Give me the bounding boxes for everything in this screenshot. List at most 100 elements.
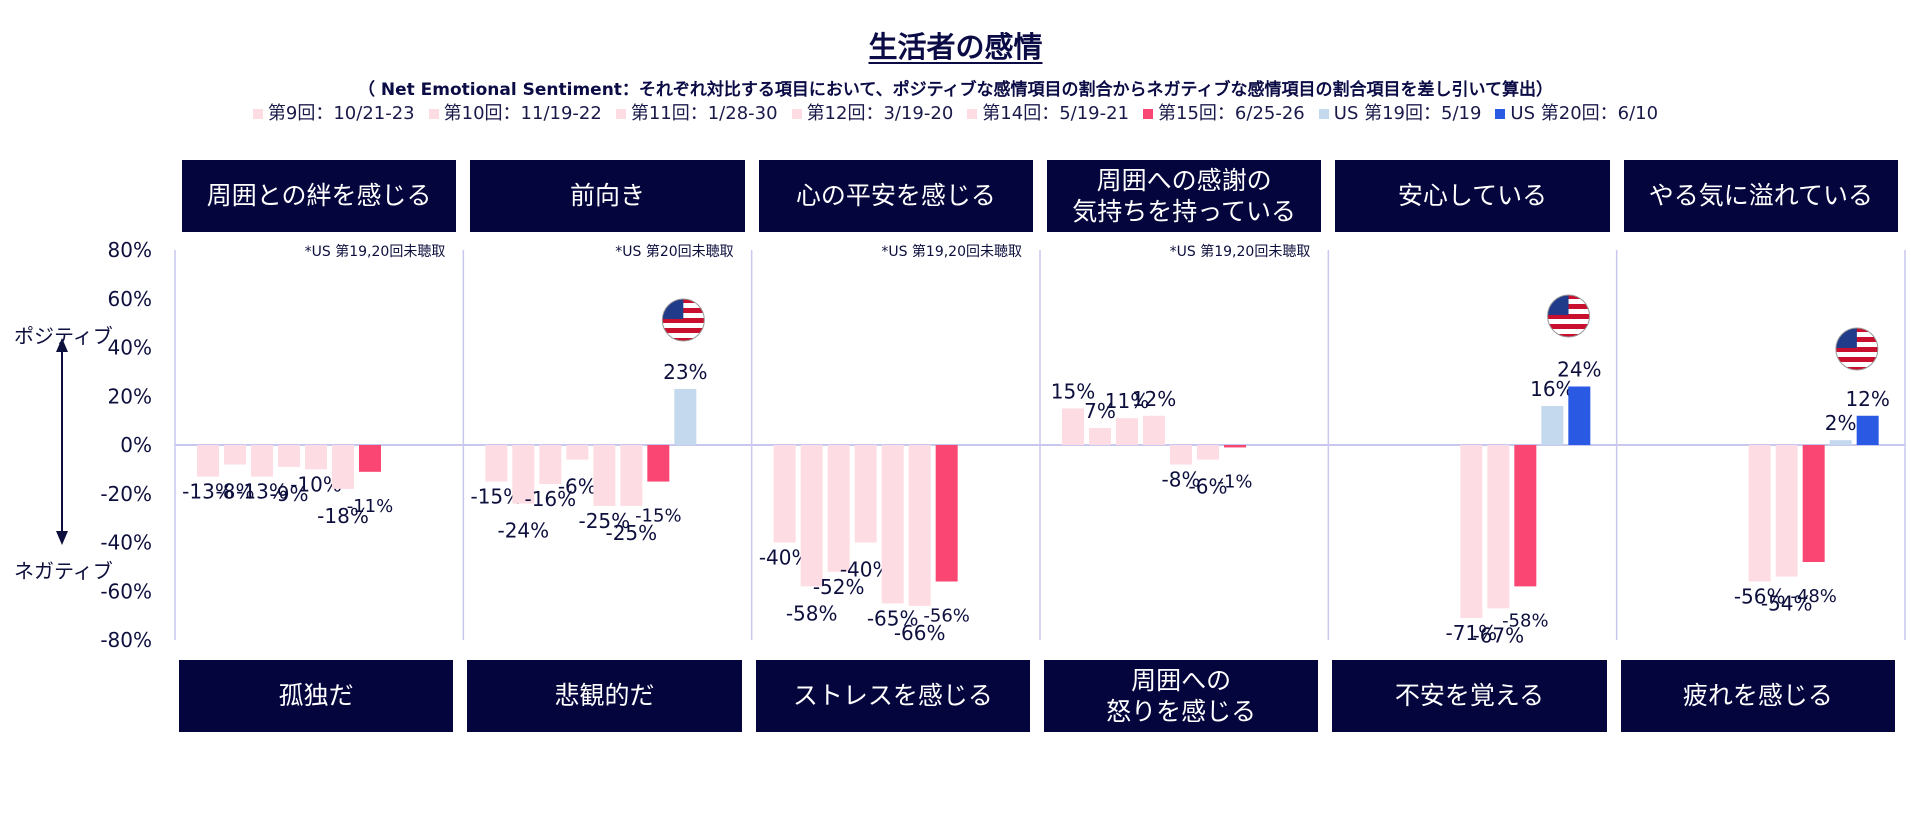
us-flag-icon — [661, 298, 705, 342]
legend-item: US 第19回：5/19 — [1318, 99, 1482, 125]
legend-swatch — [1495, 109, 1506, 119]
y-tick-label: 60% — [108, 287, 152, 311]
data-label: -67% — [1472, 623, 1524, 647]
data-label: -6% — [558, 475, 597, 499]
bar — [881, 445, 904, 604]
data-label: -56% — [923, 606, 970, 627]
legend: 第9回：10/21-23 第10回：11/19-22 第11回：1/28-30 第12… — [0, 99, 1911, 125]
bar — [539, 445, 562, 484]
y-tick-label: 80% — [108, 238, 152, 262]
legend-label: 第15回：6/25-26 — [1158, 103, 1305, 124]
data-label: -9% — [270, 482, 309, 506]
positive-category-box: やる気に溢れている — [1623, 160, 1898, 232]
bar — [1170, 445, 1192, 465]
negative-axis-label: ネガティブ — [14, 559, 113, 583]
negative-category-box: 周囲への 怒りを感じる — [1044, 660, 1319, 732]
bar — [1856, 415, 1879, 445]
data-label: -11% — [347, 496, 394, 517]
panel-note: *US 第19,20回未聴取 — [1170, 243, 1311, 260]
bar — [773, 445, 796, 543]
bar — [332, 445, 354, 489]
data-label: -58% — [1502, 610, 1549, 631]
data-label: -25% — [578, 509, 630, 533]
data-label: 11% — [1105, 389, 1149, 413]
data-label: -8% — [1162, 468, 1201, 492]
bar — [1748, 445, 1771, 582]
legend-label: 第12回：3/19-20 — [806, 103, 954, 124]
data-label: -13% — [182, 480, 234, 504]
legend-label: US 第19回：5/19 — [1333, 103, 1482, 124]
legend-swatch — [615, 109, 626, 119]
legend-item: 第9回：10/21-23 — [252, 99, 415, 125]
panel-note: *US 第20回未聴取 — [615, 243, 733, 260]
data-label: 15% — [1051, 379, 1095, 403]
bar — [620, 445, 643, 506]
bar — [1460, 445, 1483, 619]
chart-subtitle: （ Net Emotional Sentiment：それぞれ対比する項目において… — [357, 80, 1554, 100]
bar — [935, 445, 958, 582]
bar — [1514, 445, 1537, 587]
negative-category-box: 不安を覚える — [1332, 660, 1607, 732]
legend-swatch — [252, 109, 263, 119]
data-label: -1% — [1217, 471, 1252, 492]
data-label: 2% — [1825, 411, 1857, 435]
positive-category-box: 前向き — [470, 160, 745, 232]
chart-title: 生活者の感情 — [868, 30, 1043, 64]
bar — [908, 445, 931, 606]
data-label: -16% — [524, 487, 576, 511]
axis-arrow-down-head — [56, 531, 68, 545]
bar — [800, 445, 823, 587]
bar — [251, 445, 273, 477]
legend-swatch — [1143, 109, 1154, 119]
data-label: -25% — [605, 521, 657, 545]
bar — [854, 445, 877, 543]
legend-item: 第10回：11/19-22 — [428, 99, 602, 125]
data-label: -66% — [894, 621, 946, 645]
bar — [1775, 445, 1798, 577]
bar — [827, 445, 850, 572]
bar — [566, 445, 589, 460]
data-label: -48% — [1790, 586, 1837, 607]
y-tick-label: 20% — [108, 384, 152, 408]
legend-item: 第12回：3/19-20 — [791, 99, 954, 125]
y-tick-label: 0% — [120, 433, 152, 457]
data-label: 16% — [1530, 377, 1574, 401]
bar — [1802, 445, 1825, 562]
legend-label: 第9回：10/21-23 — [267, 103, 415, 124]
bar — [674, 388, 697, 445]
bar — [1829, 440, 1852, 445]
legend-label: 第14回：5/19-21 — [982, 103, 1130, 124]
bar — [512, 445, 535, 504]
bar — [1224, 445, 1246, 448]
data-label: 12% — [1845, 387, 1889, 411]
bar — [359, 445, 381, 472]
legend-swatch — [967, 109, 978, 119]
data-label: -71% — [1445, 621, 1497, 645]
data-label: -24% — [497, 519, 549, 543]
data-label: -52% — [813, 575, 865, 599]
data-label: 23% — [663, 360, 707, 384]
panel-note: *US 第19,20回未聴取 — [305, 243, 446, 260]
legend-swatch — [791, 109, 802, 119]
y-tick-label: -80% — [100, 628, 152, 652]
legend-swatch — [428, 109, 439, 119]
data-label: -13% — [236, 480, 288, 504]
bar — [197, 445, 219, 477]
bar — [224, 445, 246, 465]
legend-item: US 第20回：6/10 — [1495, 99, 1658, 125]
panel-note: *US 第19,20回未聴取 — [881, 243, 1022, 260]
data-label: -6% — [1189, 475, 1228, 499]
bar — [1062, 408, 1084, 445]
positive-category-box: 周囲との絆を感じる — [182, 160, 457, 232]
bar — [1568, 386, 1591, 445]
bar — [1116, 418, 1138, 445]
bar — [1089, 427, 1111, 445]
legend-item: 第11回：1/28-30 — [615, 99, 778, 125]
bar — [1197, 445, 1219, 460]
us-flag-icon — [1547, 294, 1591, 338]
legend-label: US 第20回：6/10 — [1510, 103, 1659, 124]
y-tick-label: -40% — [100, 531, 152, 555]
negative-category-box: ストレスを感じる — [755, 660, 1030, 732]
positive-category-box: 周囲への感謝の 気持ちを持っている — [1047, 160, 1322, 232]
legend-swatch — [1318, 109, 1329, 119]
